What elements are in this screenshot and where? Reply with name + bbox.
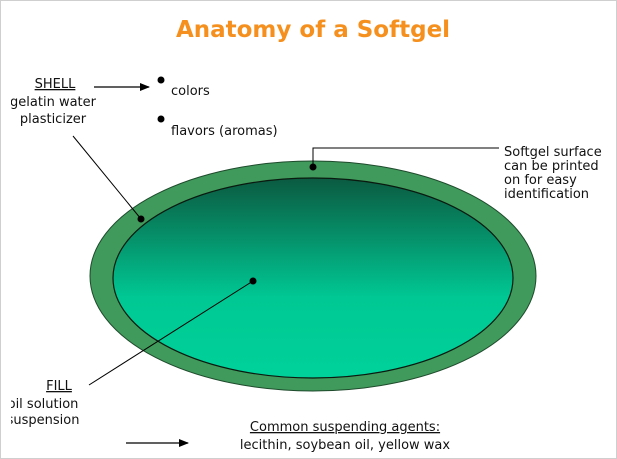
shell-pointer-dot (138, 216, 145, 223)
surface-note-line-4: identification (504, 187, 589, 202)
diagram-title: Anatomy of a Softgel (176, 17, 450, 43)
fill-line-1: oil solution (11, 397, 78, 412)
fill-line-2: suspension (11, 413, 79, 428)
surface-note-line-2: can be printed (504, 159, 599, 174)
bullet-dot (158, 116, 165, 123)
bullet-dot (158, 77, 165, 84)
fill-heading: FILL (46, 379, 73, 394)
surface-pointer-dot (310, 164, 317, 171)
softgel-fill (113, 178, 513, 378)
shell-heading: SHELL (35, 77, 76, 92)
bullet-flavors: flavors (aromas) (171, 124, 278, 139)
surface-note-line-3: on for easy (504, 173, 577, 188)
suspending-agents-list: lecithin, soybean oil, yellow wax (240, 438, 451, 453)
shell-leader-line (73, 136, 141, 219)
softgel-anatomy-diagram: Anatomy of a Softgel SHELL gelatin water… (11, 3, 611, 457)
suspending-agents-heading: Common suspending agents: (250, 420, 440, 435)
diagram-canvas: Anatomy of a Softgel SHELL gelatin water… (11, 3, 611, 457)
shell-line-1: gelatin water (11, 95, 97, 110)
shell-line-2: plasticizer (20, 112, 87, 127)
bullet-colors: colors (171, 84, 210, 99)
surface-note-line-1: Softgel surface (504, 145, 602, 160)
